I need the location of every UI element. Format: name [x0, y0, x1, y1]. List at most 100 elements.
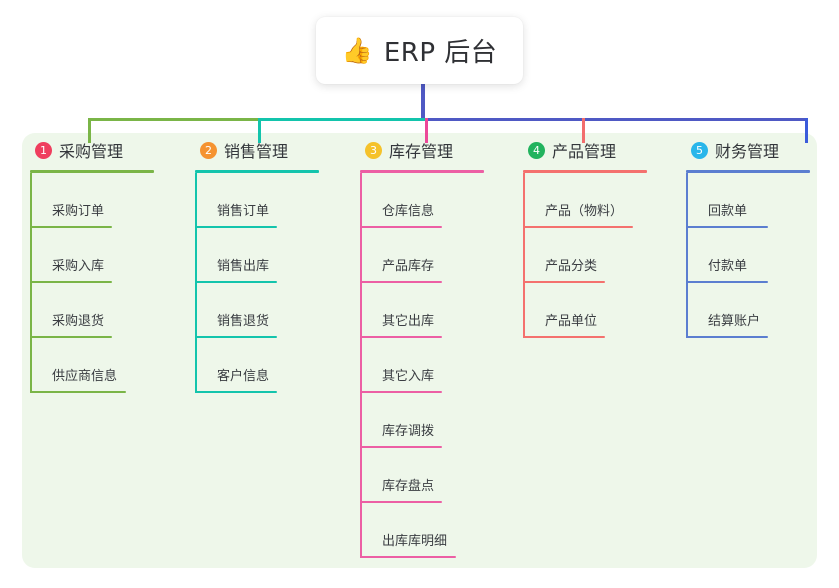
- branch-number-badge: 5: [691, 141, 708, 159]
- branch-column-4: 4 产品管理产品（物料） 产品分类产品单位: [515, 133, 647, 338]
- branch-header-rule: [686, 170, 810, 173]
- branch-item[interactable]: 产品单位: [515, 283, 647, 338]
- branch-item-rule: [360, 281, 442, 283]
- branch-header-rule: [360, 170, 484, 173]
- branch-item-rule: [30, 336, 112, 338]
- branch-spine: [686, 173, 688, 338]
- branch-item-label: 供应商信息: [52, 369, 118, 384]
- branch-header-1[interactable]: 1 采购管理: [22, 133, 154, 167]
- branch-header-5[interactable]: 5 财务管理: [678, 133, 810, 167]
- branch-item-label: 仓库信息: [382, 204, 435, 219]
- branch-item-label: 产品库存: [382, 259, 435, 274]
- branch-number-badge: 4: [528, 141, 545, 159]
- branch-item-label: 采购退货: [52, 314, 105, 329]
- branch-item[interactable]: 销售出库: [187, 228, 319, 283]
- branch-column-1: 1 采购管理采购订单采购入库采购退货供应商信息: [22, 133, 154, 393]
- branch-item-label: 回款单: [708, 204, 748, 219]
- branch-column-5: 5 财务管理回款单付款单结算账户: [678, 133, 810, 338]
- branch-item-rule: [360, 556, 456, 558]
- branch-item-rule: [30, 391, 126, 393]
- branch-header-rule: [195, 170, 319, 173]
- branch-item-rule: [686, 226, 768, 228]
- branch-items: 销售订单销售出库销售退货客户信息: [187, 173, 319, 393]
- branch-item[interactable]: 客户信息: [187, 338, 319, 393]
- branch-header-rule: [523, 170, 647, 173]
- branch-number-badge: 2: [200, 141, 217, 159]
- branch-title: 财务管理: [715, 142, 780, 161]
- branch-spine: [195, 173, 197, 393]
- branch-item-rule: [523, 226, 633, 228]
- branch-item[interactable]: 销售订单: [187, 173, 319, 228]
- branch-item-rule: [523, 336, 605, 338]
- thumbs-up-icon: 👍: [341, 36, 373, 65]
- branch-items: 采购订单采购入库采购退货供应商信息: [22, 173, 154, 393]
- trunk-connector: [421, 84, 425, 121]
- branch-item-label: 出库库明细: [382, 534, 448, 549]
- branch-item[interactable]: 回款单: [678, 173, 810, 228]
- branch-title: 库存管理: [389, 142, 454, 161]
- branch-item-label: 结算账户: [708, 314, 761, 329]
- branch-item[interactable]: 付款单: [678, 228, 810, 283]
- branch-item-rule: [195, 226, 277, 228]
- branch-item[interactable]: 库存盘点: [352, 448, 484, 503]
- branch-item-label: 销售出库: [217, 259, 270, 274]
- branch-item-label: 采购入库: [52, 259, 105, 274]
- branch-number-badge: 3: [365, 141, 382, 159]
- branch-item-rule: [686, 281, 768, 283]
- branch-item-rule: [195, 391, 277, 393]
- branch-header-3[interactable]: 3 库存管理: [352, 133, 484, 167]
- branch-item[interactable]: 采购订单: [22, 173, 154, 228]
- branch-title: 销售管理: [224, 142, 289, 161]
- branch-items: 回款单付款单结算账户: [678, 173, 810, 338]
- branch-item[interactable]: 结算账户: [678, 283, 810, 338]
- branch-items: 仓库信息产品库存其它出库其它入库库存调拨库存盘点出库库明细: [352, 173, 484, 558]
- branch-item-rule: [30, 226, 112, 228]
- branch-item[interactable]: 其它出库: [352, 283, 484, 338]
- branch-item[interactable]: 采购入库: [22, 228, 154, 283]
- branch-item[interactable]: 出库库明细: [352, 503, 484, 558]
- branch-item-rule: [686, 336, 768, 338]
- branch-item-label: 销售退货: [217, 314, 270, 329]
- branch-item[interactable]: 产品（物料）: [515, 173, 647, 228]
- branch-header-4[interactable]: 4 产品管理: [515, 133, 647, 167]
- branch-item-rule: [360, 391, 442, 393]
- branch-item[interactable]: 仓库信息: [352, 173, 484, 228]
- branch-item-rule: [360, 226, 442, 228]
- branch-spine: [30, 173, 32, 393]
- branch-item[interactable]: 供应商信息: [22, 338, 154, 393]
- branch-item-label: 销售订单: [217, 204, 270, 219]
- branch-item-label: 产品单位: [545, 314, 598, 329]
- branch-item-label: 产品（物料）: [545, 204, 624, 219]
- branch-spine: [360, 173, 362, 558]
- branch-spine: [523, 173, 525, 338]
- connector-bar-segment-1: [88, 118, 261, 121]
- branch-item-label: 客户信息: [217, 369, 270, 384]
- branch-item[interactable]: 采购退货: [22, 283, 154, 338]
- branch-column-3: 3 库存管理仓库信息产品库存其它出库其它入库库存调拨库存盘点出库库明细: [352, 133, 484, 558]
- branch-item-label: 其它出库: [382, 314, 435, 329]
- branch-header-rule: [30, 170, 154, 173]
- branch-item-label: 库存调拨: [382, 424, 435, 439]
- branch-number-badge: 1: [35, 141, 52, 159]
- branch-item[interactable]: 其它入库: [352, 338, 484, 393]
- branch-columns: 1 采购管理采购订单采购入库采购退货供应商信息 2 销售管理销售订单销售出库销售退货客…: [22, 133, 817, 568]
- connector-bar-segment-3: [425, 118, 808, 121]
- branch-item[interactable]: 产品库存: [352, 228, 484, 283]
- branch-items: 产品（物料） 产品分类产品单位: [515, 173, 647, 338]
- branch-item-label: 产品分类: [545, 259, 598, 274]
- branch-item-label: 采购订单: [52, 204, 105, 219]
- branch-title: 产品管理: [552, 142, 617, 161]
- branch-item-rule: [360, 336, 442, 338]
- branch-item[interactable]: 销售退货: [187, 283, 319, 338]
- branch-item-rule: [360, 501, 442, 503]
- root-node-title: ERP 后台: [383, 38, 498, 68]
- diagram-background-panel: [22, 133, 817, 568]
- branch-header-2[interactable]: 2 销售管理: [187, 133, 319, 167]
- branch-item[interactable]: 库存调拨: [352, 393, 484, 448]
- branch-item[interactable]: 产品分类: [515, 228, 647, 283]
- root-node-card[interactable]: 👍 ERP 后台: [316, 17, 523, 84]
- branch-item-rule: [195, 281, 277, 283]
- branch-title: 采购管理: [59, 142, 124, 161]
- branch-item-rule: [523, 281, 605, 283]
- branch-item-label: 库存盘点: [382, 479, 435, 494]
